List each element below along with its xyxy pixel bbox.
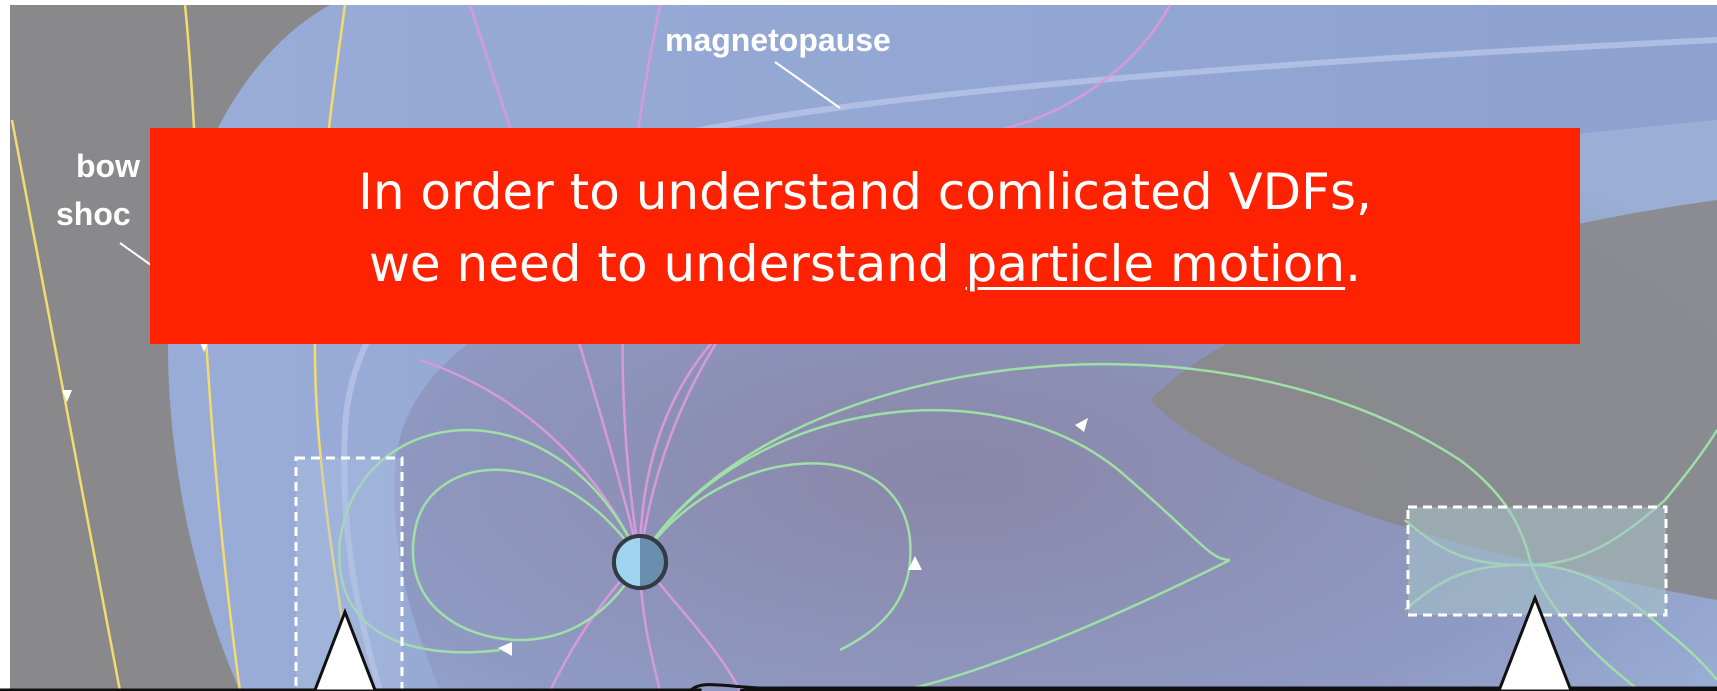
reconnection-region-box [1406,505,1668,617]
frame-left [0,0,10,691]
field-arrow-2 [908,556,922,570]
banner-line-2-prefix: we need to understand [369,235,966,293]
bow-shock-label-line1: bow [76,148,140,184]
bow-shock-arrow [62,390,72,402]
field-arrow-1 [1075,418,1088,432]
right-callout-left-edge [688,683,761,691]
frame-top [0,0,1717,5]
bow-shock-label-line2: shoc [56,196,131,232]
magnetopause-pointer [774,61,841,109]
bow-shock-line-1 [10,119,122,691]
earth-icon [612,534,668,590]
banner-line-1: In order to understand comlicated VDFs, [358,163,1372,221]
magnetopause-label: magnetopause [665,22,891,58]
message-banner: In order to understand comlicated VDFs, … [150,128,1580,344]
banner-line-2: we need to understand particle motion. [150,228,1580,300]
banner-line-2-suffix: . [1345,235,1361,293]
field-arrow-3 [498,642,512,656]
bow-shock-line-3 [313,4,352,691]
banner-emphasis-particle-motion: particle motion [965,235,1346,293]
